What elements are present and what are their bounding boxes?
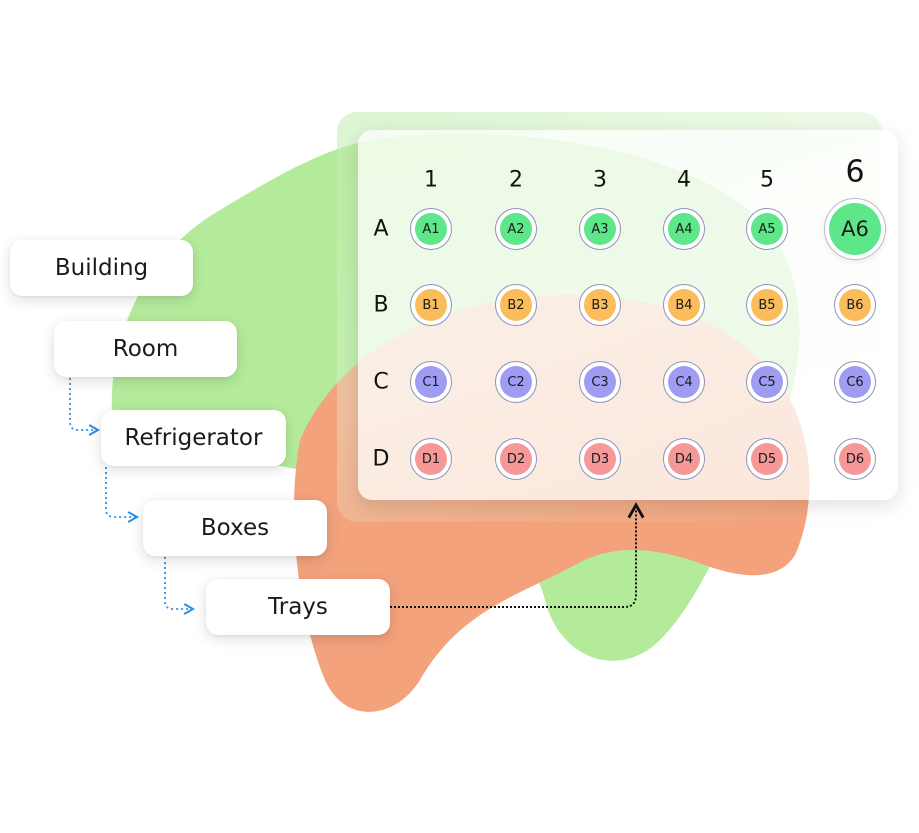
- trays-label: Trays: [268, 594, 328, 620]
- well-label: D5: [751, 443, 783, 475]
- well-label: B2: [500, 289, 532, 321]
- well-label: D1: [415, 443, 447, 475]
- well-C6[interactable]: C6: [834, 361, 876, 403]
- row-header-C: C: [373, 369, 389, 395]
- column-header-3: 3: [593, 167, 607, 193]
- well-B1[interactable]: B1: [410, 284, 452, 326]
- boxes-label: Boxes: [200, 515, 270, 541]
- well-B4[interactable]: B4: [663, 284, 705, 326]
- row-header-D: D: [372, 446, 390, 472]
- room-chip: Room: [54, 321, 237, 377]
- well-B3[interactable]: B3: [579, 284, 621, 326]
- well-label: D4: [668, 443, 700, 475]
- well-label: C4: [668, 366, 700, 398]
- row-header-A: A: [373, 216, 389, 242]
- well-label: D6: [839, 443, 871, 475]
- boxes-chip: Boxes: [143, 500, 327, 556]
- well-label: D2: [500, 443, 532, 475]
- well-D2[interactable]: D2: [495, 438, 537, 480]
- well-label: B1: [415, 289, 447, 321]
- well-label: A6: [829, 203, 881, 255]
- well-label: C3: [584, 366, 616, 398]
- building-label: Building: [54, 255, 149, 281]
- well-A2[interactable]: A2: [495, 208, 537, 250]
- well-D4[interactable]: D4: [663, 438, 705, 480]
- well-label: A3: [584, 213, 616, 245]
- well-label: B4: [668, 289, 700, 321]
- column-header-5: 5: [760, 167, 774, 193]
- well-C5[interactable]: C5: [746, 361, 788, 403]
- well-B2[interactable]: B2: [495, 284, 537, 326]
- well-A5[interactable]: A5: [746, 208, 788, 250]
- well-label: C6: [839, 366, 871, 398]
- well-label: B3: [584, 289, 616, 321]
- well-label: B6: [839, 289, 871, 321]
- well-A1[interactable]: A1: [410, 208, 452, 250]
- column-header-4: 4: [677, 167, 691, 193]
- column-header-1: 1: [424, 167, 438, 193]
- room-label: Room: [112, 336, 179, 362]
- well-label: C1: [415, 366, 447, 398]
- well-A6[interactable]: A6: [824, 198, 886, 260]
- well-D3[interactable]: D3: [579, 438, 621, 480]
- trays-chip: Trays: [206, 579, 390, 635]
- column-header-6: 6: [845, 154, 865, 190]
- well-label: C5: [751, 366, 783, 398]
- well-B5[interactable]: B5: [746, 284, 788, 326]
- well-D5[interactable]: D5: [746, 438, 788, 480]
- well-D1[interactable]: D1: [410, 438, 452, 480]
- column-header-2: 2: [509, 167, 523, 193]
- building-chip: Building: [10, 240, 193, 296]
- well-A4[interactable]: A4: [663, 208, 705, 250]
- row-header-B: B: [373, 292, 389, 318]
- well-B6[interactable]: B6: [834, 284, 876, 326]
- well-label: A5: [751, 213, 783, 245]
- well-A3[interactable]: A3: [579, 208, 621, 250]
- well-label: A2: [500, 213, 532, 245]
- well-label: A4: [668, 213, 700, 245]
- well-label: A1: [415, 213, 447, 245]
- refrigerator-label: Refrigerator: [124, 425, 263, 451]
- well-C2[interactable]: C2: [495, 361, 537, 403]
- well-label: C2: [500, 366, 532, 398]
- well-C1[interactable]: C1: [410, 361, 452, 403]
- well-label: B5: [751, 289, 783, 321]
- well-C4[interactable]: C4: [663, 361, 705, 403]
- well-label: D3: [584, 443, 616, 475]
- refrigerator-chip: Refrigerator: [101, 410, 286, 466]
- well-C3[interactable]: C3: [579, 361, 621, 403]
- well-D6[interactable]: D6: [834, 438, 876, 480]
